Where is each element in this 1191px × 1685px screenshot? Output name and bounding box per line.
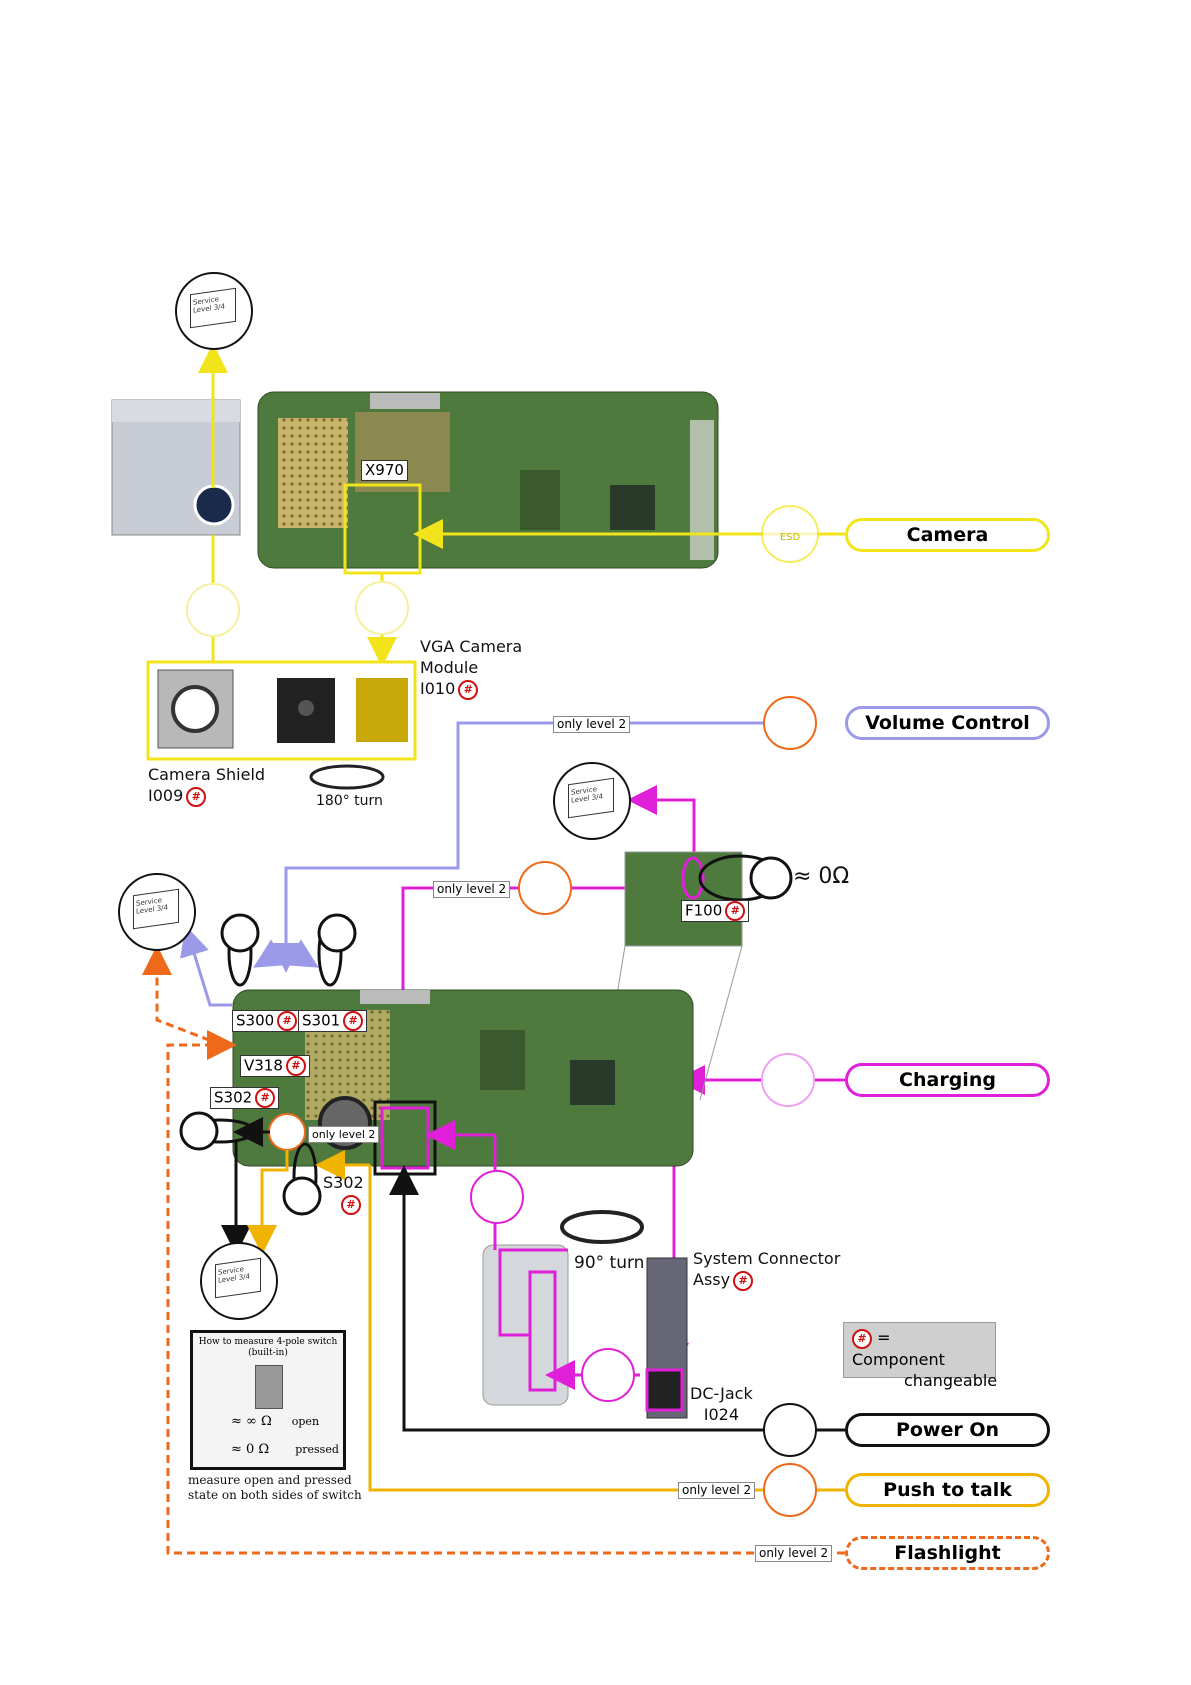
hand-icon-1: [186, 583, 240, 637]
ptt-level-tag: only level 2: [678, 1482, 756, 1499]
fuse-level-tag: only level 2: [433, 881, 511, 898]
f100-label: F100#: [681, 900, 750, 922]
dc-jack-highlight: [645, 1368, 684, 1412]
flashlight-level-tag: only level 2: [755, 1545, 833, 1562]
hand-icon-charging: [761, 1053, 815, 1107]
esd-icon-2: [581, 1348, 635, 1402]
s300-label: S300#: [232, 1010, 302, 1032]
switch-image: [255, 1365, 283, 1409]
measure-icon-fuse: [518, 861, 572, 915]
s302-bottom-label: S302#: [323, 1172, 364, 1215]
s302-inline-level-tag: only level 2: [308, 1126, 380, 1143]
measure-icon-ptt-inline: [268, 1113, 306, 1151]
turn-90-icon: [560, 1210, 644, 1244]
ohm-probe-s302-left: [179, 1111, 256, 1151]
volume-control-pill[interactable]: Volume Control: [845, 706, 1050, 740]
component-marker: #: [458, 679, 479, 700]
ohm-probe-s301: [317, 913, 357, 987]
esd-text-camera: ESD: [780, 532, 801, 543]
camera-pill[interactable]: Camera: [845, 518, 1050, 552]
ohm-probe-s300: [220, 913, 260, 987]
s302-top-label: S302#: [210, 1087, 280, 1109]
camera-lens-image: [193, 484, 235, 526]
v318-label: V318#: [240, 1055, 310, 1077]
push-to-talk-pill[interactable]: Push to talk: [845, 1473, 1050, 1507]
component-marker: #: [186, 786, 207, 807]
x970-label: X970: [361, 460, 408, 481]
fuse-highlight: [681, 856, 705, 900]
turn-180-label: 180° turn: [316, 793, 383, 809]
fuse-reading: ≈ 0Ω: [793, 864, 850, 889]
measure-icon-volume: [763, 696, 817, 750]
esd-icon-power: [763, 1403, 817, 1457]
esd-icon-camera: [761, 505, 819, 563]
s301-label: S301#: [298, 1010, 368, 1032]
charging-pill[interactable]: Charging: [845, 1063, 1050, 1097]
turn-180-icon: [309, 764, 385, 790]
legend-marker: #: [852, 1328, 872, 1349]
camera-module-back-image: [356, 678, 408, 742]
esd-icon-1: [470, 1170, 524, 1224]
turn-90-label: 90° turn: [574, 1253, 645, 1273]
flashlight-pill[interactable]: Flashlight: [845, 1536, 1050, 1570]
housing-connector-highlight: [528, 1270, 557, 1392]
measure-icon-ptt: [763, 1463, 817, 1517]
volume-level-tag: only level 2: [553, 716, 631, 733]
how-to-measure-inset: How to measure 4-pole switch(built-in) ≈…: [190, 1330, 346, 1470]
hand-icon-2: [355, 581, 409, 635]
power-on-pill[interactable]: Power On: [845, 1413, 1050, 1447]
